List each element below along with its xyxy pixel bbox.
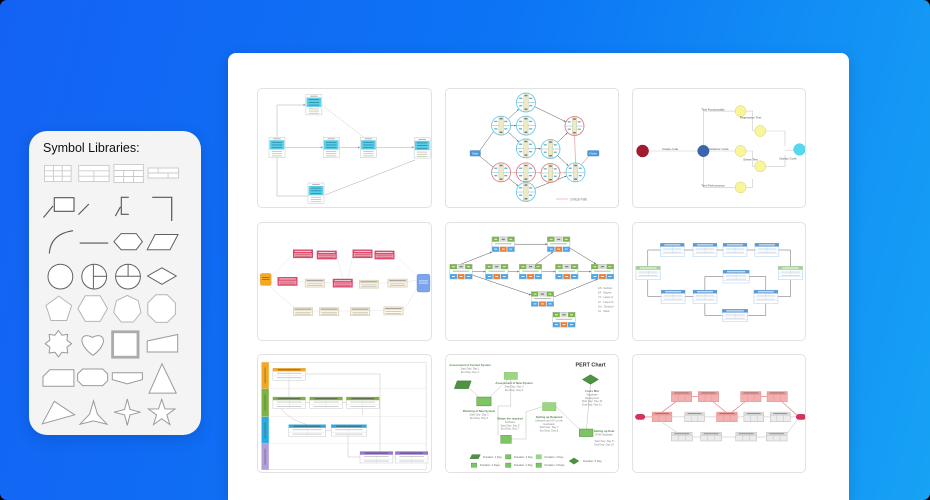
svg-text:Start Day: Day 5: Start Day: Day 5 (500, 423, 520, 427)
svg-text:Start Day: Day 10: Start Day: Day 10 (581, 399, 602, 403)
svg-text:DFM Database: DFM Database (595, 432, 613, 436)
svg-text:Start Day: Day 3: Start Day: Day 3 (504, 384, 524, 388)
svg-text:End Day: Day 8: End Day: Day 8 (539, 428, 558, 432)
svg-text:Assessment of New System: Assessment of New System (495, 381, 533, 385)
svg-text:Test Functionality: Test Functionality (701, 107, 725, 111)
svg-text:Start Day: Day 1: Start Day: Day 1 (460, 366, 480, 370)
svg-text:SL : Slack: SL : Slack (598, 309, 610, 313)
svg-text:Software: Software (504, 419, 515, 423)
svg-text:End Day: Day 5: End Day: Day 5 (504, 387, 523, 391)
svg-text:Setting up Koel: Setting up Koel (593, 429, 614, 433)
svg-text:Test Performance: Test Performance (701, 184, 725, 188)
svg-text:Duration: 2 Day: Duration: 2 Day (514, 463, 533, 467)
svg-text:Start Day: Day 8: Start Day: Day 8 (594, 439, 614, 443)
svg-text:End Day: Day 10: End Day: Day 10 (594, 442, 614, 446)
svg-text:Planning of New System: Planning of New System (462, 409, 495, 413)
svg-text:Duration: 4 Day: Duration: 4 Day (544, 454, 563, 458)
svg-text:Critical Path: Critical Path (570, 197, 587, 201)
svg-text:Finish: Finish (589, 152, 597, 156)
svg-text:Duration: 3 Day: Duration: 3 Day (514, 454, 533, 458)
svg-text:PERT Chart: PERT Chart (575, 362, 605, 368)
svg-text:EF : Elapse: EF : Elapse (598, 290, 612, 294)
svg-text:End Day: Day 7: End Day: Day 7 (500, 426, 519, 430)
svg-text:Refactor Code: Refactor Code (709, 147, 729, 151)
svg-text:Fours Mid: Fours Mid (585, 389, 599, 393)
svg-text:Regression Test: Regression Test (739, 116, 761, 120)
svg-text:Stress Test: Stress Test (743, 158, 758, 162)
svg-text:DU : Duration: DU : Duration (598, 304, 614, 308)
svg-text:End Day: Day 2: End Day: Day 2 (460, 369, 479, 373)
svg-text:ES : Earliest: ES : Earliest (598, 286, 613, 290)
svg-text:Database: Database (586, 392, 598, 396)
svg-text:Deploy Code: Deploy Code (779, 157, 797, 161)
svg-text:Start Day: Day 7: Start Day: Day 7 (539, 425, 559, 429)
svg-text:Software and OS on the: Software and OS on the (535, 418, 563, 422)
svg-text:Setting up Required: Setting up Required (535, 415, 562, 419)
svg-text:LF : Latest fin: LF : Latest fin (598, 299, 614, 303)
svg-text:End Day: Day 11: End Day: Day 11 (582, 402, 602, 406)
svg-text:Duration: 3 Days: Duration: 3 Days (544, 463, 565, 467)
svg-text:Hardware: Hardware (543, 421, 555, 425)
svg-text:Obtain the required: Obtain the required (497, 416, 523, 420)
svg-text:Start Day: Day 2: Start Day: Day 2 (469, 412, 489, 416)
svg-text:Deployment: Deployment (585, 395, 599, 399)
svg-text:Duration: 5 Day: Duration: 5 Day (583, 459, 602, 463)
svg-text:Create code: Create code (661, 147, 678, 151)
svg-text:LS : Latest st: LS : Latest st (598, 295, 613, 299)
svg-text:Assessment of Current System: Assessment of Current System (449, 363, 491, 367)
svg-text:Start: Start (472, 152, 479, 156)
svg-text:Duration: 1 Day: Duration: 1 Day (483, 454, 502, 458)
svg-text:End Day: Day 5: End Day: Day 5 (469, 415, 488, 419)
svg-text:Duration: 2 Days: Duration: 2 Days (480, 463, 501, 467)
